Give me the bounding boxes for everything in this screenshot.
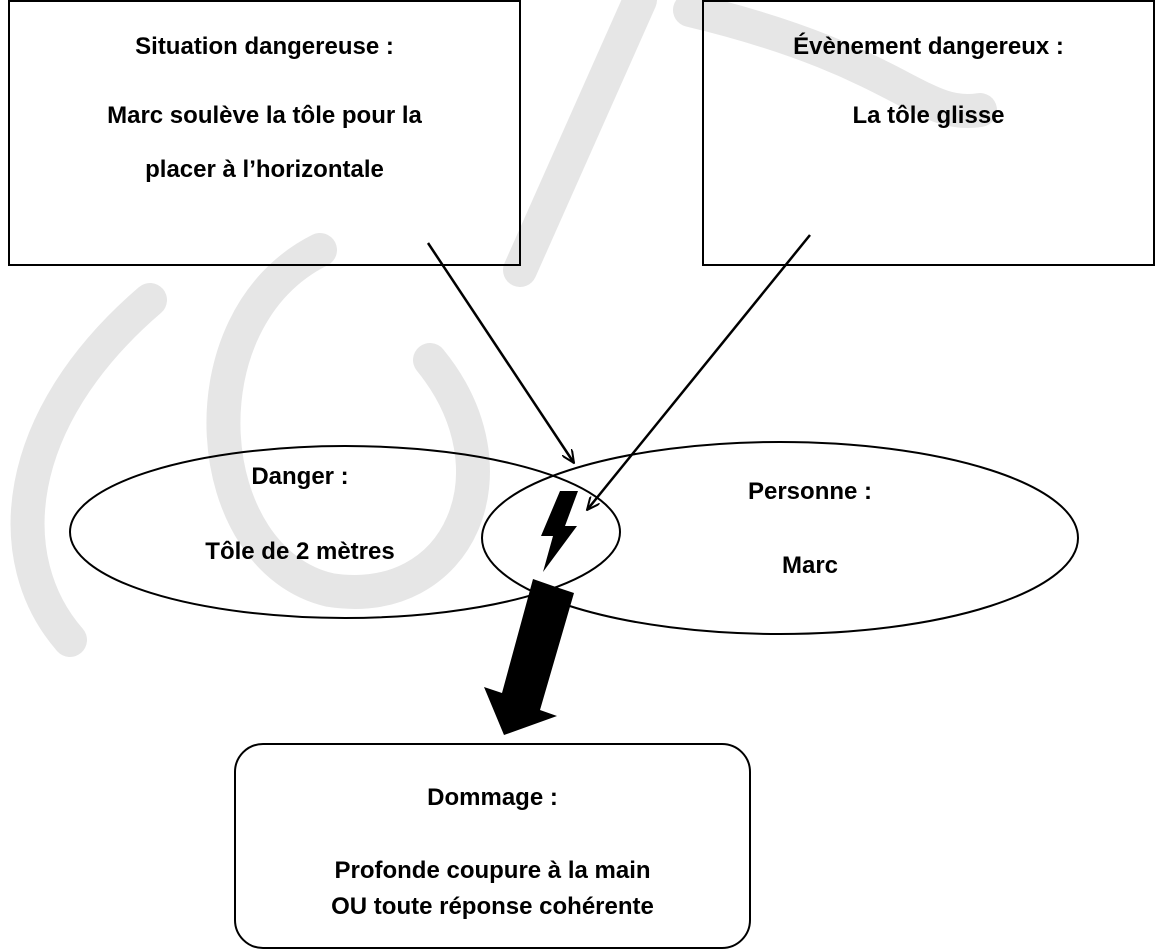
person-ellipse: [481, 441, 1079, 635]
watermark: [10, 0, 997, 657]
person-text: Marc: [781, 552, 839, 579]
danger-ellipse: [69, 445, 621, 619]
event-text: La tôle glisse: [852, 102, 1005, 129]
damage-title: Dommage :: [427, 784, 558, 811]
situation-arrow: [426, 242, 574, 463]
damage-line1: Profonde coupure à la main: [334, 857, 651, 884]
event-title: Évènement dangereux :: [793, 33, 1064, 60]
damage-box: [234, 743, 751, 949]
event-box: [702, 0, 1155, 266]
danger-text: Tôle de 2 mètres: [205, 538, 395, 565]
situation-line1: Marc soulève la tôle pour la: [107, 102, 422, 129]
damage-line2: OU toute réponse cohérente: [331, 893, 654, 920]
situation-line2: placer à l’horizontale: [145, 156, 384, 183]
situation-box: [8, 0, 521, 266]
person-title: Personne :: [747, 478, 873, 505]
damage-arrow: [484, 579, 574, 735]
event-arrow: [587, 234, 811, 510]
danger-title: Danger :: [251, 463, 349, 490]
situation-title: Situation dangereuse :: [135, 33, 394, 60]
lightning-bolt-icon: [541, 491, 578, 572]
